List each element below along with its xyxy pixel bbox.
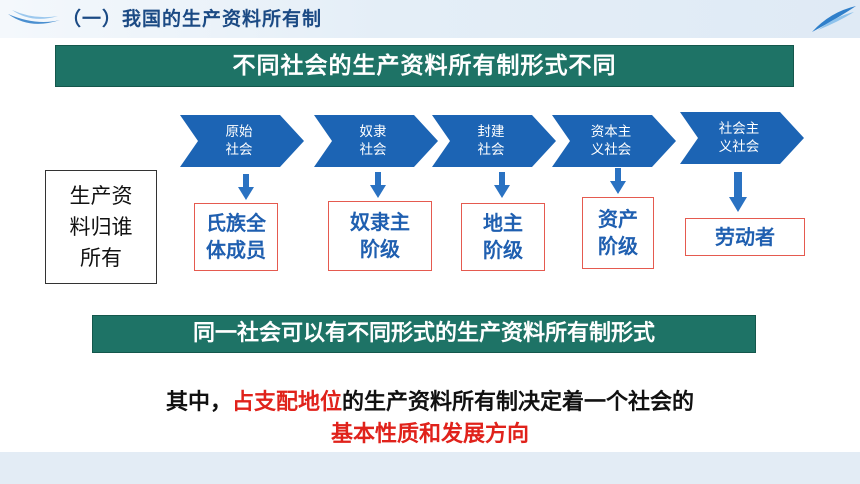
stage-label-line: 社会 <box>225 142 253 158</box>
owner-line: 体成员 <box>206 238 266 262</box>
conclusion-suffix: 的生产资料所有制决定着一个社会的 <box>342 390 695 415</box>
owner-line: 劳动者 <box>715 224 775 249</box>
stage-label-line: 社会 <box>477 142 505 158</box>
owner-slave-owners: 奴隶主 阶级 <box>328 201 432 271</box>
stage-label-line: 资本主 <box>590 124 632 140</box>
chevron-arrow-icon <box>680 112 804 164</box>
owner-landlords: 地主 阶级 <box>461 203 545 271</box>
stage-label-line: 奴隶 <box>359 124 387 140</box>
chevron-arrow-icon <box>314 115 438 167</box>
conclusion-prefix: 其中， <box>165 390 232 415</box>
owner-line: 地主 <box>483 211 523 235</box>
chevron-arrow-icon <box>432 115 556 167</box>
owner-line: 阶级 <box>360 237 400 261</box>
stage-primitive-society: 原始 社会 <box>180 115 310 167</box>
conclusion-line-2: 基本性质和发展方向 <box>330 422 529 447</box>
stage-label-line: 原始 <box>225 124 253 140</box>
owner-line: 阶级 <box>483 238 523 262</box>
header-bar <box>0 0 860 38</box>
conclusion-line-1: 其中，占支配地位的生产资料所有制决定着一个社会的 <box>60 388 800 418</box>
owner-line: 氏族全 <box>206 211 266 235</box>
question-line: 所有 <box>80 245 122 270</box>
question-line: 料归谁 <box>69 214 133 239</box>
stage-slave-society: 奴隶 社会 <box>314 115 444 167</box>
banner-different-societies: 不同社会的生产资料所有制形式不同 <box>55 45 794 87</box>
owner-clan-members: 氏族全 体成员 <box>194 203 278 271</box>
down-arrow-icon <box>494 172 510 198</box>
stage-label-line: 社会 <box>359 142 387 158</box>
section-title: （一）我国的生产资料所有制 <box>62 8 323 30</box>
owner-line: 资产 <box>598 207 638 231</box>
swoosh-decoration-icon <box>8 10 60 24</box>
down-arrow-icon <box>238 174 254 200</box>
owner-bourgeoisie: 资产 阶级 <box>582 197 654 269</box>
banner-same-society: 同一社会可以有不同形式的生产资料所有制形式 <box>92 315 756 353</box>
stage-feudal-society: 封建 社会 <box>432 115 562 167</box>
swoosh-decoration-icon <box>812 6 856 32</box>
stage-capitalist-society: 资本主 义社会 <box>552 115 682 167</box>
stage-label-line: 义社会 <box>718 139 760 155</box>
owner-workers: 劳动者 <box>685 218 805 256</box>
stage-label-line: 社会主 <box>718 121 760 137</box>
stage-label-line: 义社会 <box>590 142 632 158</box>
conclusion-highlight: 占支配地位 <box>231 390 342 415</box>
down-arrow-icon <box>729 172 747 212</box>
chevron-arrow-icon <box>552 115 676 167</box>
down-arrow-icon <box>610 168 626 194</box>
stage-socialist-society: 社会主 义社会 <box>680 112 810 164</box>
owner-line: 奴隶主 <box>350 210 410 234</box>
chevron-arrow-icon <box>180 115 304 167</box>
question-box: 生产资 料归谁 所有 <box>45 170 157 284</box>
stage-label-line: 封建 <box>477 124 505 140</box>
question-line: 生产资 <box>69 183 133 208</box>
down-arrow-icon <box>370 172 386 198</box>
owner-line: 阶级 <box>598 234 638 258</box>
footer-bar <box>0 452 860 484</box>
